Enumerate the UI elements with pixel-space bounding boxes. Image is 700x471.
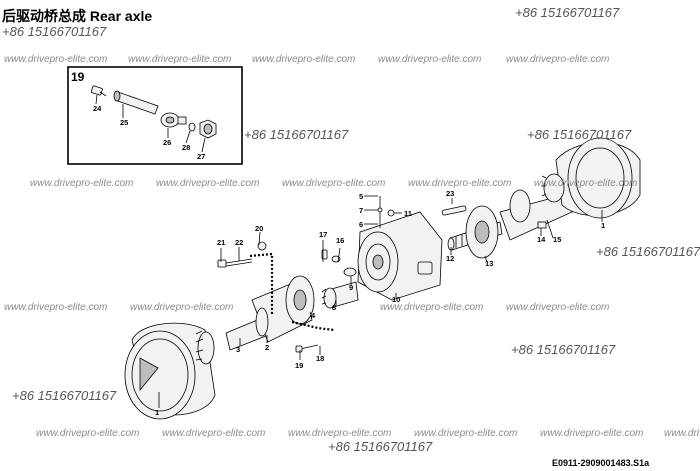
dashed-leader-18	[291, 320, 335, 332]
label-20: 20	[255, 224, 263, 233]
phone-watermark: +86 15166701167	[2, 24, 107, 39]
axle-shaft-and-housing	[225, 275, 315, 351]
label-25: 25	[120, 118, 128, 127]
label-28: 28	[182, 143, 190, 152]
label-23: 23	[446, 189, 454, 198]
label-1-right: 1	[601, 221, 605, 230]
label-11: 11	[404, 209, 412, 218]
label-17: 17	[319, 230, 327, 239]
label-26: 26	[163, 138, 171, 147]
label-7: 7	[359, 206, 363, 215]
part-23-pin	[441, 205, 467, 216]
inset-box-19: 19 24 25	[67, 66, 243, 165]
site-watermark: www.drivepro-elite.com	[4, 302, 108, 313]
studs	[377, 196, 395, 228]
site-watermark: www.drivepro-elite.com	[162, 428, 266, 439]
label-12: 12	[446, 254, 454, 263]
phone-watermark: +86 15166701167	[515, 5, 620, 20]
part-25-shaft	[113, 90, 159, 115]
site-watermark: www.drivepro-elite.com	[130, 302, 234, 313]
site-watermark: www.drivepro-elite.com	[282, 178, 386, 189]
label-21: 21	[217, 238, 225, 247]
part-20-nut	[257, 241, 267, 251]
part-27-nut	[199, 119, 217, 139]
site-watermark: www.drivepro-elite.com	[540, 428, 644, 439]
phone-watermark: +86 15166701167	[511, 342, 616, 357]
phone-watermark: +86 15166701167	[244, 127, 349, 142]
part-24-bolt	[90, 85, 107, 97]
drawing-code: E0911-2909001483.S1a	[552, 458, 650, 468]
label-13: 13	[485, 259, 493, 268]
label-24: 24	[93, 104, 102, 113]
label-4: 4	[311, 311, 316, 320]
site-watermark: www.drivepro-elite.com	[506, 54, 610, 65]
right-axle-housing	[499, 189, 573, 241]
site-watermark: www.drivepro-elite.com	[380, 302, 484, 313]
site-watermark: www.drivepro-elite.com	[378, 54, 482, 65]
right-wheel-hub	[541, 137, 641, 219]
phone-watermark: +86 15166701167	[328, 439, 433, 454]
site-watermark: www.drivepro-elite.com	[252, 54, 356, 65]
label-22: 22	[235, 238, 243, 247]
label-10: 10	[392, 295, 400, 304]
label-18: 18	[316, 354, 324, 363]
label-19: 19	[295, 361, 303, 370]
inset-box-label: 19	[71, 70, 85, 84]
part-19-bolt	[295, 344, 319, 353]
label-6: 6	[359, 220, 363, 229]
differential-carrier	[357, 211, 443, 301]
pinion-gear	[321, 267, 359, 309]
site-watermark: www.drivepro-elite.com	[664, 428, 700, 439]
site-watermark: www.drivepro-elite.com	[36, 428, 140, 439]
label-2: 2	[265, 343, 269, 352]
left-wheel-hub	[124, 322, 216, 420]
site-watermark: www.drivepro-elite.com	[156, 178, 260, 189]
part-28-ring	[188, 122, 196, 132]
label-27: 27	[197, 152, 205, 161]
label-8: 8	[332, 303, 336, 312]
site-watermark: www.drivepro-elite.com	[408, 178, 512, 189]
part-14-block	[537, 221, 547, 229]
site-watermark: www.drivepro-elite.com	[534, 178, 638, 189]
phone-watermark: +86 15166701167	[527, 127, 632, 142]
label-9: 9	[349, 283, 353, 292]
site-watermark: www.drivepro-elite.com	[128, 54, 232, 65]
page-title: 后驱动桥总成 Rear axle	[2, 8, 153, 24]
leader-lines	[95, 94, 603, 408]
part-16-17	[321, 249, 341, 263]
site-watermark: www.drivepro-elite.com	[414, 428, 518, 439]
part-number-labels: 1 1 2 3 4 5 6 7 8 9 10 11 12 13 14 15 16…	[155, 189, 605, 417]
phone-watermark: +86 15166701167	[12, 388, 117, 403]
site-watermark: www.drivepro-elite.com	[506, 302, 610, 313]
site-watermark: www.drivepro-elite.com	[288, 428, 392, 439]
site-watermark: www.drivepro-elite.com	[30, 178, 134, 189]
label-14: 14	[537, 235, 546, 244]
label-3: 3	[236, 345, 240, 354]
phone-watermark: +86 15166701167	[596, 244, 700, 259]
label-1-left: 1	[155, 408, 159, 417]
diff-case-13	[465, 205, 499, 259]
label-16: 16	[336, 236, 344, 245]
part-26-flange	[160, 112, 187, 128]
label-15: 15	[553, 235, 561, 244]
label-5: 5	[359, 192, 363, 201]
site-watermark: www.drivepro-elite.com	[4, 54, 108, 65]
